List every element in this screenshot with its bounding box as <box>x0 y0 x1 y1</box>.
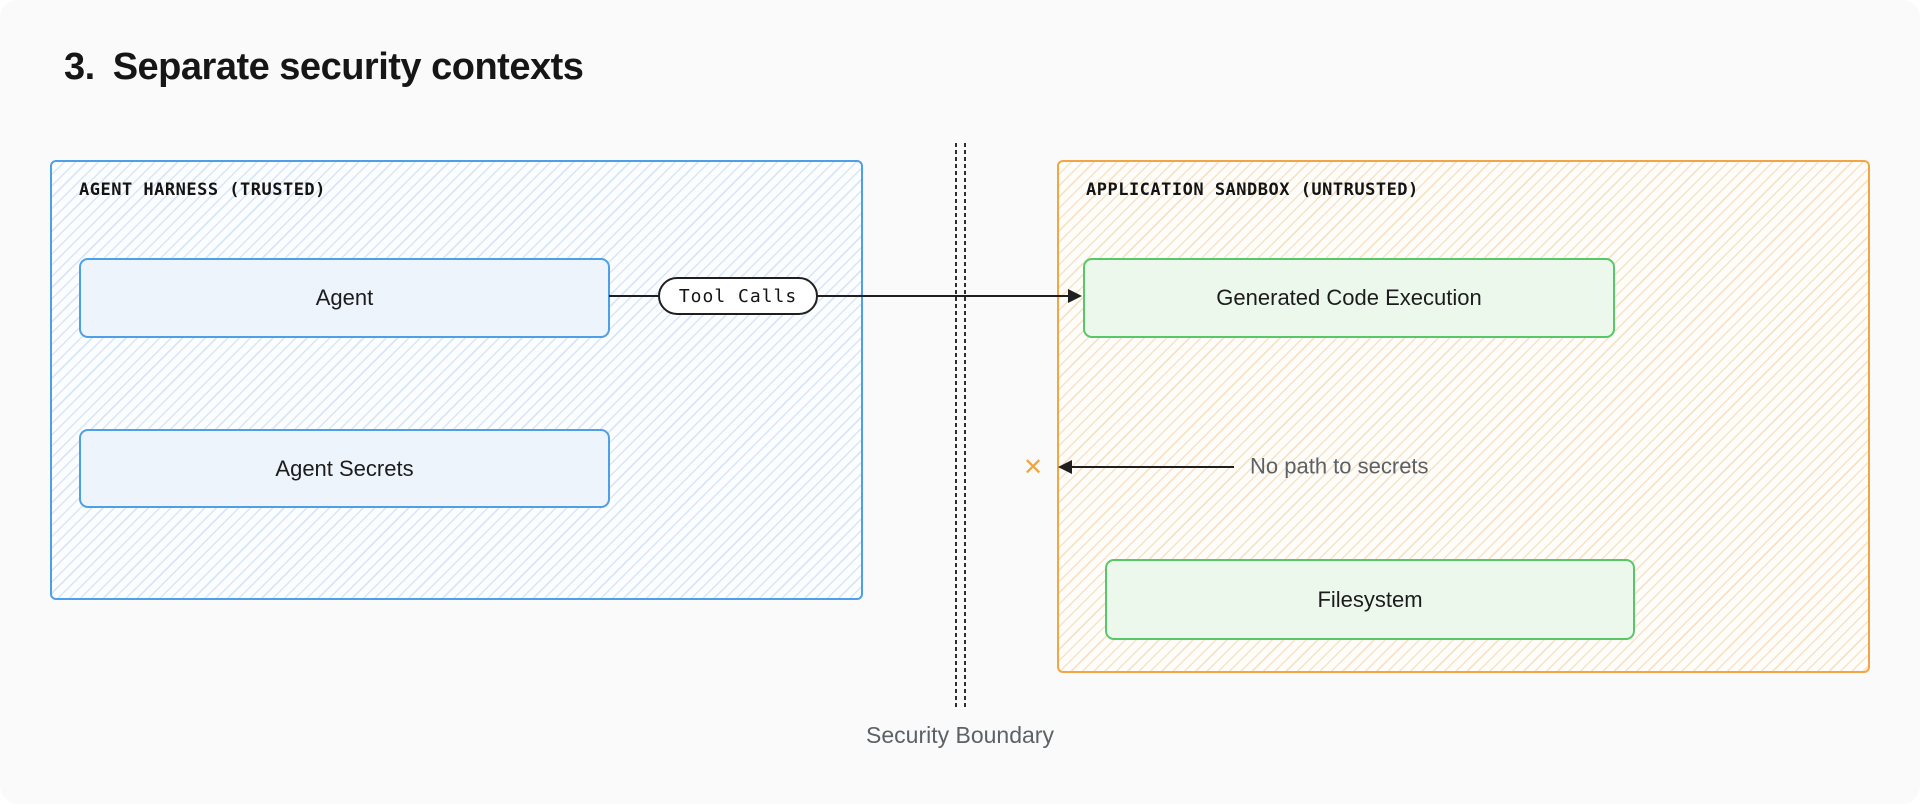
node-generated-code-execution-label: Generated Code Execution <box>1216 285 1482 310</box>
application-sandbox-zone-label: APPLICATION SANDBOX (UNTRUSTED) <box>1086 180 1419 200</box>
arrowhead-left-icon <box>1058 460 1072 474</box>
security-boundary-line-left <box>955 143 957 708</box>
agent-harness-zone: AGENT HARNESS (TRUSTED) Agent Agent Secr… <box>50 160 863 600</box>
blocked-cross-icon: ✕ <box>1022 453 1044 481</box>
page-title-text: Separate security contexts <box>112 46 584 88</box>
agent-harness-zone-label: AGENT HARNESS (TRUSTED) <box>79 180 326 200</box>
node-generated-code-execution: Generated Code Execution <box>1083 258 1615 338</box>
no-path-label: No path to secrets <box>1250 453 1429 479</box>
page-title: 3. Separate security contexts <box>64 46 584 89</box>
tool-calls-connector-line <box>609 295 1071 297</box>
application-sandbox-zone: APPLICATION SANDBOX (UNTRUSTED) Generate… <box>1057 160 1870 673</box>
security-boundary-line-right <box>964 143 966 708</box>
node-agent: Agent <box>79 258 610 338</box>
arrowhead-right-icon <box>1068 289 1082 303</box>
node-agent-secrets: Agent Secrets <box>79 429 610 508</box>
node-filesystem-label: Filesystem <box>1317 586 1423 612</box>
node-filesystem: Filesystem <box>1105 559 1635 640</box>
security-boundary-label: Security Boundary <box>866 722 1054 748</box>
no-path-connector-line <box>1072 466 1234 468</box>
node-agent-secrets-label: Agent Secrets <box>275 455 414 481</box>
node-agent-label: Agent <box>315 285 374 310</box>
tool-calls-pill: Tool Calls <box>658 277 818 315</box>
tool-calls-pill-label: Tool Calls <box>678 285 798 307</box>
page-title-number: 3. <box>64 46 95 88</box>
